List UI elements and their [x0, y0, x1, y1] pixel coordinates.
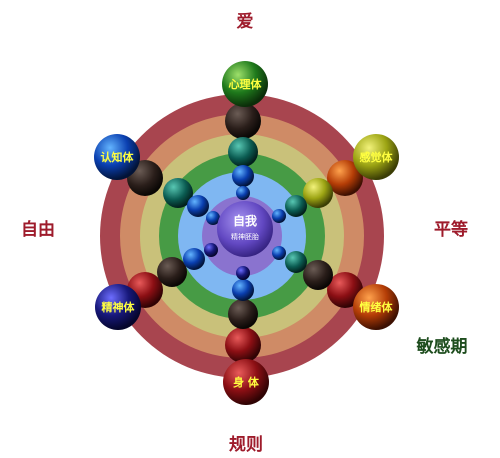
center-sphere [217, 201, 273, 257]
node-bottom-label: 身 体 [233, 375, 260, 389]
center-title: 自我 [233, 213, 257, 228]
sphere-top-3 [232, 165, 254, 187]
sphere-br-3 [285, 251, 307, 273]
node-bottom-right: 情绪体 [353, 284, 399, 330]
node-top-sphere [222, 61, 268, 107]
node-bottom-sphere [223, 359, 269, 405]
label-top: 爱 [237, 11, 254, 32]
sphere-br-1 [327, 272, 363, 308]
outer-nodes: 心理体 感觉体 情绪体 身 体 精神体 认知体 [94, 61, 399, 405]
sphere-tl-4 [206, 211, 220, 225]
sphere-bottom-4 [236, 266, 250, 280]
node-top-right: 感觉体 [353, 134, 399, 180]
sphere-bl-4 [204, 243, 218, 257]
label-bottom: 规则 [229, 434, 263, 455]
node-bottom-right-label: 情绪体 [360, 300, 394, 314]
node-top-left: 认知体 [94, 134, 140, 180]
node-top: 心理体 [222, 61, 268, 107]
label-right: 平等 [434, 219, 468, 240]
node-bottom: 身 体 [223, 359, 269, 405]
node-top-label: 心理体 [229, 77, 263, 91]
node-top-left-label: 认知体 [101, 150, 135, 164]
sphere-top-4 [236, 186, 250, 200]
node-top-right-label: 感觉体 [360, 150, 394, 164]
center-node: 自我 精神胚胎 [217, 201, 273, 257]
sphere-top-1 [225, 103, 261, 139]
sphere-bottom-2 [228, 299, 258, 329]
sphere-top-2 [228, 137, 258, 167]
outer-labels: 爱 自由 平等 规则 敏感期 [21, 11, 468, 455]
sphere-bl-3 [183, 248, 205, 270]
center-subtitle: 精神胚胎 [231, 232, 259, 241]
node-bottom-left-label: 精神体 [102, 300, 136, 314]
sphere-bottom-3 [232, 279, 254, 301]
sphere-tl-2 [163, 178, 193, 208]
sphere-tr-2 [303, 178, 333, 208]
sphere-tr-1 [327, 160, 363, 196]
label-sensitive-period: 敏感期 [416, 336, 468, 357]
node-top-left-sphere [94, 134, 140, 180]
node-bottom-left-sphere [95, 284, 141, 330]
sphere-bottom-1 [225, 327, 261, 363]
sphere-tl-3 [187, 195, 209, 217]
label-left: 自由 [21, 219, 55, 240]
sphere-bl-2 [157, 257, 187, 287]
sphere-tr-4 [272, 209, 286, 223]
sphere-tr-3 [285, 195, 307, 217]
node-top-right-sphere [353, 134, 399, 180]
sphere-br-2 [303, 260, 333, 290]
node-bottom-left: 精神体 [95, 284, 141, 330]
node-bottom-right-sphere [353, 284, 399, 330]
sphere-br-4 [272, 246, 286, 260]
